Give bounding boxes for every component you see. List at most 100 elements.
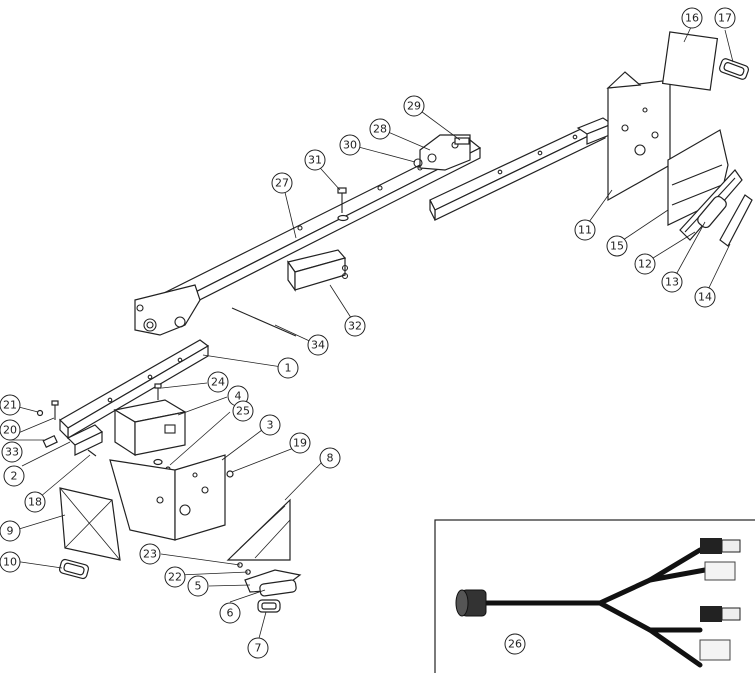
svg-text:33: 33 [5,446,19,459]
svg-text:19: 19 [293,437,307,450]
callout-12: 12 [634,253,656,275]
svg-text:22: 22 [168,571,182,584]
callout-32: 32 [344,315,366,337]
callout-26: 26 [504,633,526,655]
callout-6: 6 [219,602,241,624]
callout-9: 9 [0,520,21,542]
svg-text:12: 12 [638,258,652,271]
svg-text:10: 10 [3,556,17,569]
rod-34 [231,307,297,337]
lower-left-bar [59,339,210,440]
harness-inset [434,519,755,673]
svg-text:28: 28 [373,123,387,136]
callout-28: 28 [369,118,391,140]
tube-32 [287,249,349,292]
callout-29: 29 [403,95,425,117]
svg-text:11: 11 [578,224,592,237]
svg-text:13: 13 [665,276,679,289]
callout-7: 7 [247,637,269,659]
callout-33: 33 [1,441,23,463]
callout-20: 20 [0,419,21,441]
svg-text:31: 31 [308,154,322,167]
left-plate-3 [109,454,226,541]
svg-text:23: 23 [143,548,157,561]
hitch-bracket [134,284,201,336]
harness-connector-2 [704,561,736,581]
callout-2: 2 [3,465,25,487]
callout-10: 10 [0,551,21,573]
clip-33 [42,434,58,448]
callout-23: 23 [139,543,161,565]
svg-text:9: 9 [7,525,14,538]
svg-text:34: 34 [311,339,325,352]
panel-16 [661,31,719,91]
upper-bracket [413,134,471,171]
callout-3: 3 [259,414,281,436]
nut-19 [226,470,234,478]
callout-5: 5 [187,575,209,597]
svg-text:8: 8 [327,452,334,465]
svg-text:18: 18 [28,496,42,509]
box-4 [113,399,187,457]
callout-25: 25 [232,400,254,422]
lamp-14 [719,194,753,247]
svg-text:24: 24 [211,376,225,389]
svg-text:4: 4 [235,390,242,403]
callout-34: 34 [307,334,329,356]
lamp-13 [697,195,727,229]
right-plate-11 [606,71,671,202]
callout-17: 17 [714,7,736,29]
callout-19: 19 [289,432,311,454]
right-tube [429,119,606,221]
harness-connector-3 [700,606,741,622]
pin-18 [87,449,97,457]
callout-1: 1 [277,357,299,379]
callout-15: 15 [606,235,628,257]
callout-13: 13 [661,271,683,293]
harness-plug [455,589,487,617]
callout-18: 18 [24,491,46,513]
svg-text:14: 14 [698,291,712,304]
svg-text:1: 1 [285,362,292,375]
lamp-7 [257,599,281,613]
nut-21 [36,409,44,417]
svg-text:17: 17 [718,12,732,25]
svg-text:16: 16 [685,12,699,25]
callout-14: 14 [694,286,716,308]
lens-17 [718,58,750,80]
lamp-6 [259,579,297,597]
svg-text:30: 30 [343,139,357,152]
callout-21: 21 [0,394,21,416]
callout-16: 16 [681,7,703,29]
svg-text:5: 5 [195,580,202,593]
callout-8: 8 [319,447,341,469]
svg-text:15: 15 [610,240,624,253]
svg-text:3: 3 [267,419,274,432]
harness-connector-4 [699,639,731,661]
svg-text:2: 2 [11,470,18,483]
callout-22: 22 [164,566,186,588]
reflector-panel-9 [59,487,121,561]
callout-24: 24 [207,371,229,393]
bolt-24 [154,383,162,400]
reflector-panel-8 [226,498,291,561]
bolt-31 [337,187,349,222]
harness-connector-1 [700,538,741,554]
lens-10 [58,558,90,580]
svg-text:21: 21 [3,399,17,412]
svg-text:20: 20 [3,424,17,437]
svg-text:27: 27 [275,177,289,190]
svg-text:6: 6 [227,607,234,620]
callout-30: 30 [339,134,361,156]
callout-27: 27 [271,172,293,194]
callout-31: 31 [304,149,326,171]
svg-text:32: 32 [348,320,362,333]
small-bracket [66,424,104,456]
bolt-20 [51,400,59,420]
svg-text:7: 7 [255,642,262,655]
callout-11: 11 [574,219,596,241]
svg-text:26: 26 [508,638,522,651]
svg-text:29: 29 [407,100,421,113]
